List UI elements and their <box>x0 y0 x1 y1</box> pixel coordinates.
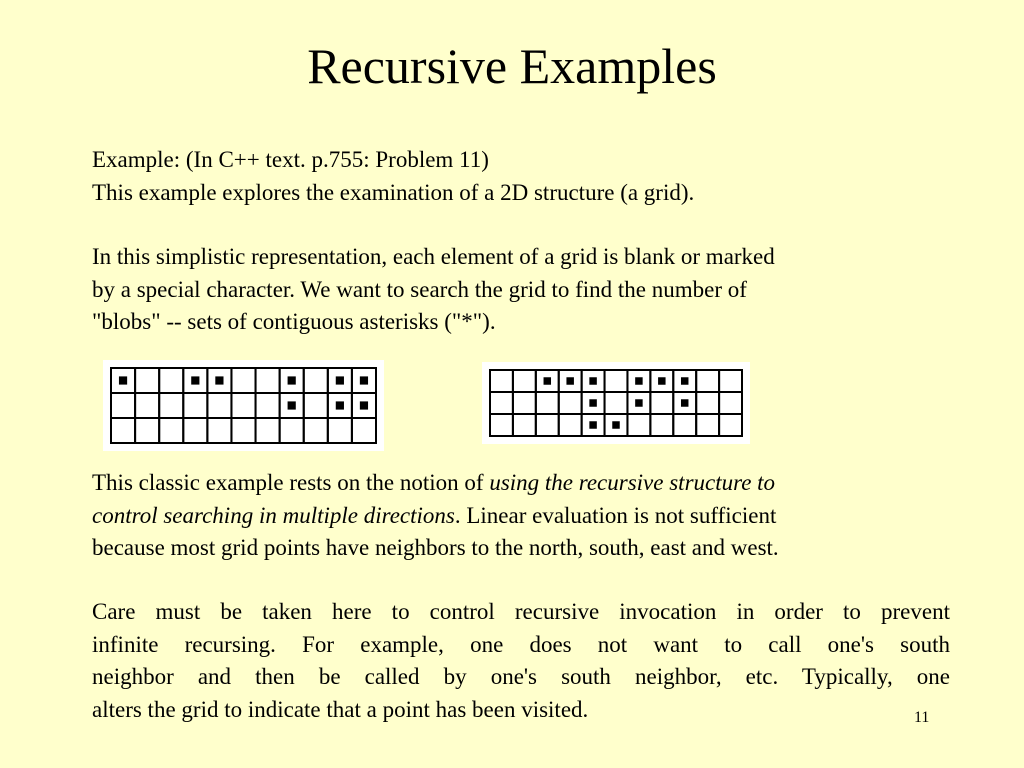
grid-left-asterisk-mark <box>191 376 200 385</box>
grid-right-cell <box>603 369 629 393</box>
grid-left-cell <box>302 417 329 444</box>
grid-right-cell <box>557 391 583 415</box>
classic-line-2: control searching in multiple directions… <box>92 500 950 533</box>
care-line-3: neighbor and then be called by one's sou… <box>92 664 950 689</box>
representation-line-1: In this simplistic representation, each … <box>92 244 775 269</box>
representation-paragraph: In this simplistic representation, each … <box>92 241 950 339</box>
grid-right-cell <box>626 413 652 437</box>
grid-left-cell <box>230 392 257 419</box>
grid-left-asterisk-mark <box>359 376 369 385</box>
grid-right-cell <box>511 391 537 415</box>
grid-left-asterisk-mark <box>335 401 344 410</box>
grid-right-asterisk-mark <box>566 377 574 385</box>
grid-left-asterisk-mark <box>215 376 224 385</box>
grid-left-cell <box>326 417 353 444</box>
grid-right-asterisk-mark <box>543 377 552 385</box>
grid-right-cell <box>489 369 514 393</box>
grid-left-cell <box>302 392 329 419</box>
grid-right-cell <box>695 413 721 437</box>
grid-right-cell <box>649 391 675 415</box>
page-number: 11 <box>914 709 930 726</box>
grid-left-cell <box>110 417 137 444</box>
grid-left-cell <box>254 392 281 419</box>
grid-right-cell <box>718 391 744 415</box>
grid-left-cell <box>206 417 233 444</box>
grid-right-cell <box>511 413 537 437</box>
grid-right-cell <box>718 369 744 393</box>
classic-line-3: because most grid points have neighbors … <box>92 535 779 560</box>
example-grid-right <box>482 362 750 444</box>
grid-right-cell <box>511 369 537 393</box>
grid-right-cell <box>695 369 721 393</box>
classic-line-1-italic: using the recursive structure to <box>489 470 776 495</box>
grid-right-asterisk-mark <box>635 377 643 385</box>
grid-left-cell <box>158 417 185 444</box>
representation-line-3: "blobs" -- sets of contiguous asterisks … <box>92 309 496 334</box>
grid-left-cell <box>254 367 281 394</box>
grid-right-asterisk-mark <box>658 377 666 385</box>
grid-right-asterisk-mark <box>589 399 597 407</box>
grid-left-cell <box>278 417 305 444</box>
grid-left-cell <box>302 367 329 394</box>
grid-right-cell <box>489 413 514 437</box>
grid-right-cell <box>649 413 675 437</box>
grid-left-cell <box>182 392 209 419</box>
classic-paragraph: This classic example rests on the notion… <box>92 467 950 565</box>
example-grid-left <box>103 360 384 451</box>
care-line-4: alters the grid to indicate that a point… <box>92 696 589 722</box>
care-paragraph: Care must be taken here to control recur… <box>92 596 950 726</box>
grid-left-cell <box>254 417 281 444</box>
grid-left-cell <box>134 392 161 419</box>
grid-right-asterisk-mark <box>635 399 643 407</box>
classic-line-1: This classic example rests on the notion… <box>92 467 950 500</box>
grid-left-cell <box>134 367 161 394</box>
grid-right-cell <box>672 413 698 437</box>
grid-right-asterisk-mark <box>589 377 597 385</box>
grid-left-cell <box>182 417 209 444</box>
grid-right-asterisk-mark <box>589 421 597 429</box>
classic-line-2-italic: control searching in multiple directions <box>92 502 455 528</box>
classic-line-1-prefix: This classic example rests on the notion… <box>92 470 490 495</box>
grid-left-cell <box>230 367 257 394</box>
grid-left-cell <box>230 417 257 444</box>
grid-left-drawing <box>110 367 377 444</box>
intro-paragraph: Example: (In C++ text. p.755: Problem 11… <box>92 144 950 209</box>
grid-left-cell <box>110 392 137 419</box>
grid-left-cell <box>350 417 377 444</box>
intro-line-1: Example: (In C++ text. p.755: Problem 11… <box>92 147 489 172</box>
grid-left-asterisk-mark <box>287 376 296 385</box>
slide-title: Recursive Examples <box>307 38 717 94</box>
grid-right-cell <box>603 391 629 415</box>
grid-right-asterisk-mark <box>680 399 689 407</box>
care-line-2: infinite recursing. For example, one doe… <box>92 631 950 657</box>
grid-left-asterisk-mark <box>335 376 344 385</box>
grid-right-cell <box>534 391 560 415</box>
classic-line-2-suffix: . Linear evaluation is not sufficient <box>454 502 777 528</box>
representation-line-2: by a special character. We want to searc… <box>92 276 747 302</box>
grid-left-cell <box>158 367 185 394</box>
grid-right-cell <box>534 413 560 437</box>
grid-right-cell <box>557 413 583 437</box>
grid-right-asterisk-mark <box>612 421 620 429</box>
grid-left-cell <box>134 417 161 444</box>
grid-right-cell <box>695 391 721 415</box>
grid-left-asterisk-mark <box>118 376 128 385</box>
intro-line-2: This example explores the examination of… <box>92 179 695 205</box>
grid-left-cell <box>158 392 185 419</box>
grid-left-asterisk-mark <box>359 401 369 410</box>
grid-left-asterisk-mark <box>287 401 296 410</box>
grid-right-drawing <box>489 369 744 437</box>
grid-right-asterisk-mark <box>680 377 689 385</box>
care-line-1: Care must be taken here to control recur… <box>92 599 950 624</box>
grid-right-cell <box>489 391 514 415</box>
grid-left-cell <box>206 392 233 419</box>
grid-right-cell <box>718 413 744 437</box>
